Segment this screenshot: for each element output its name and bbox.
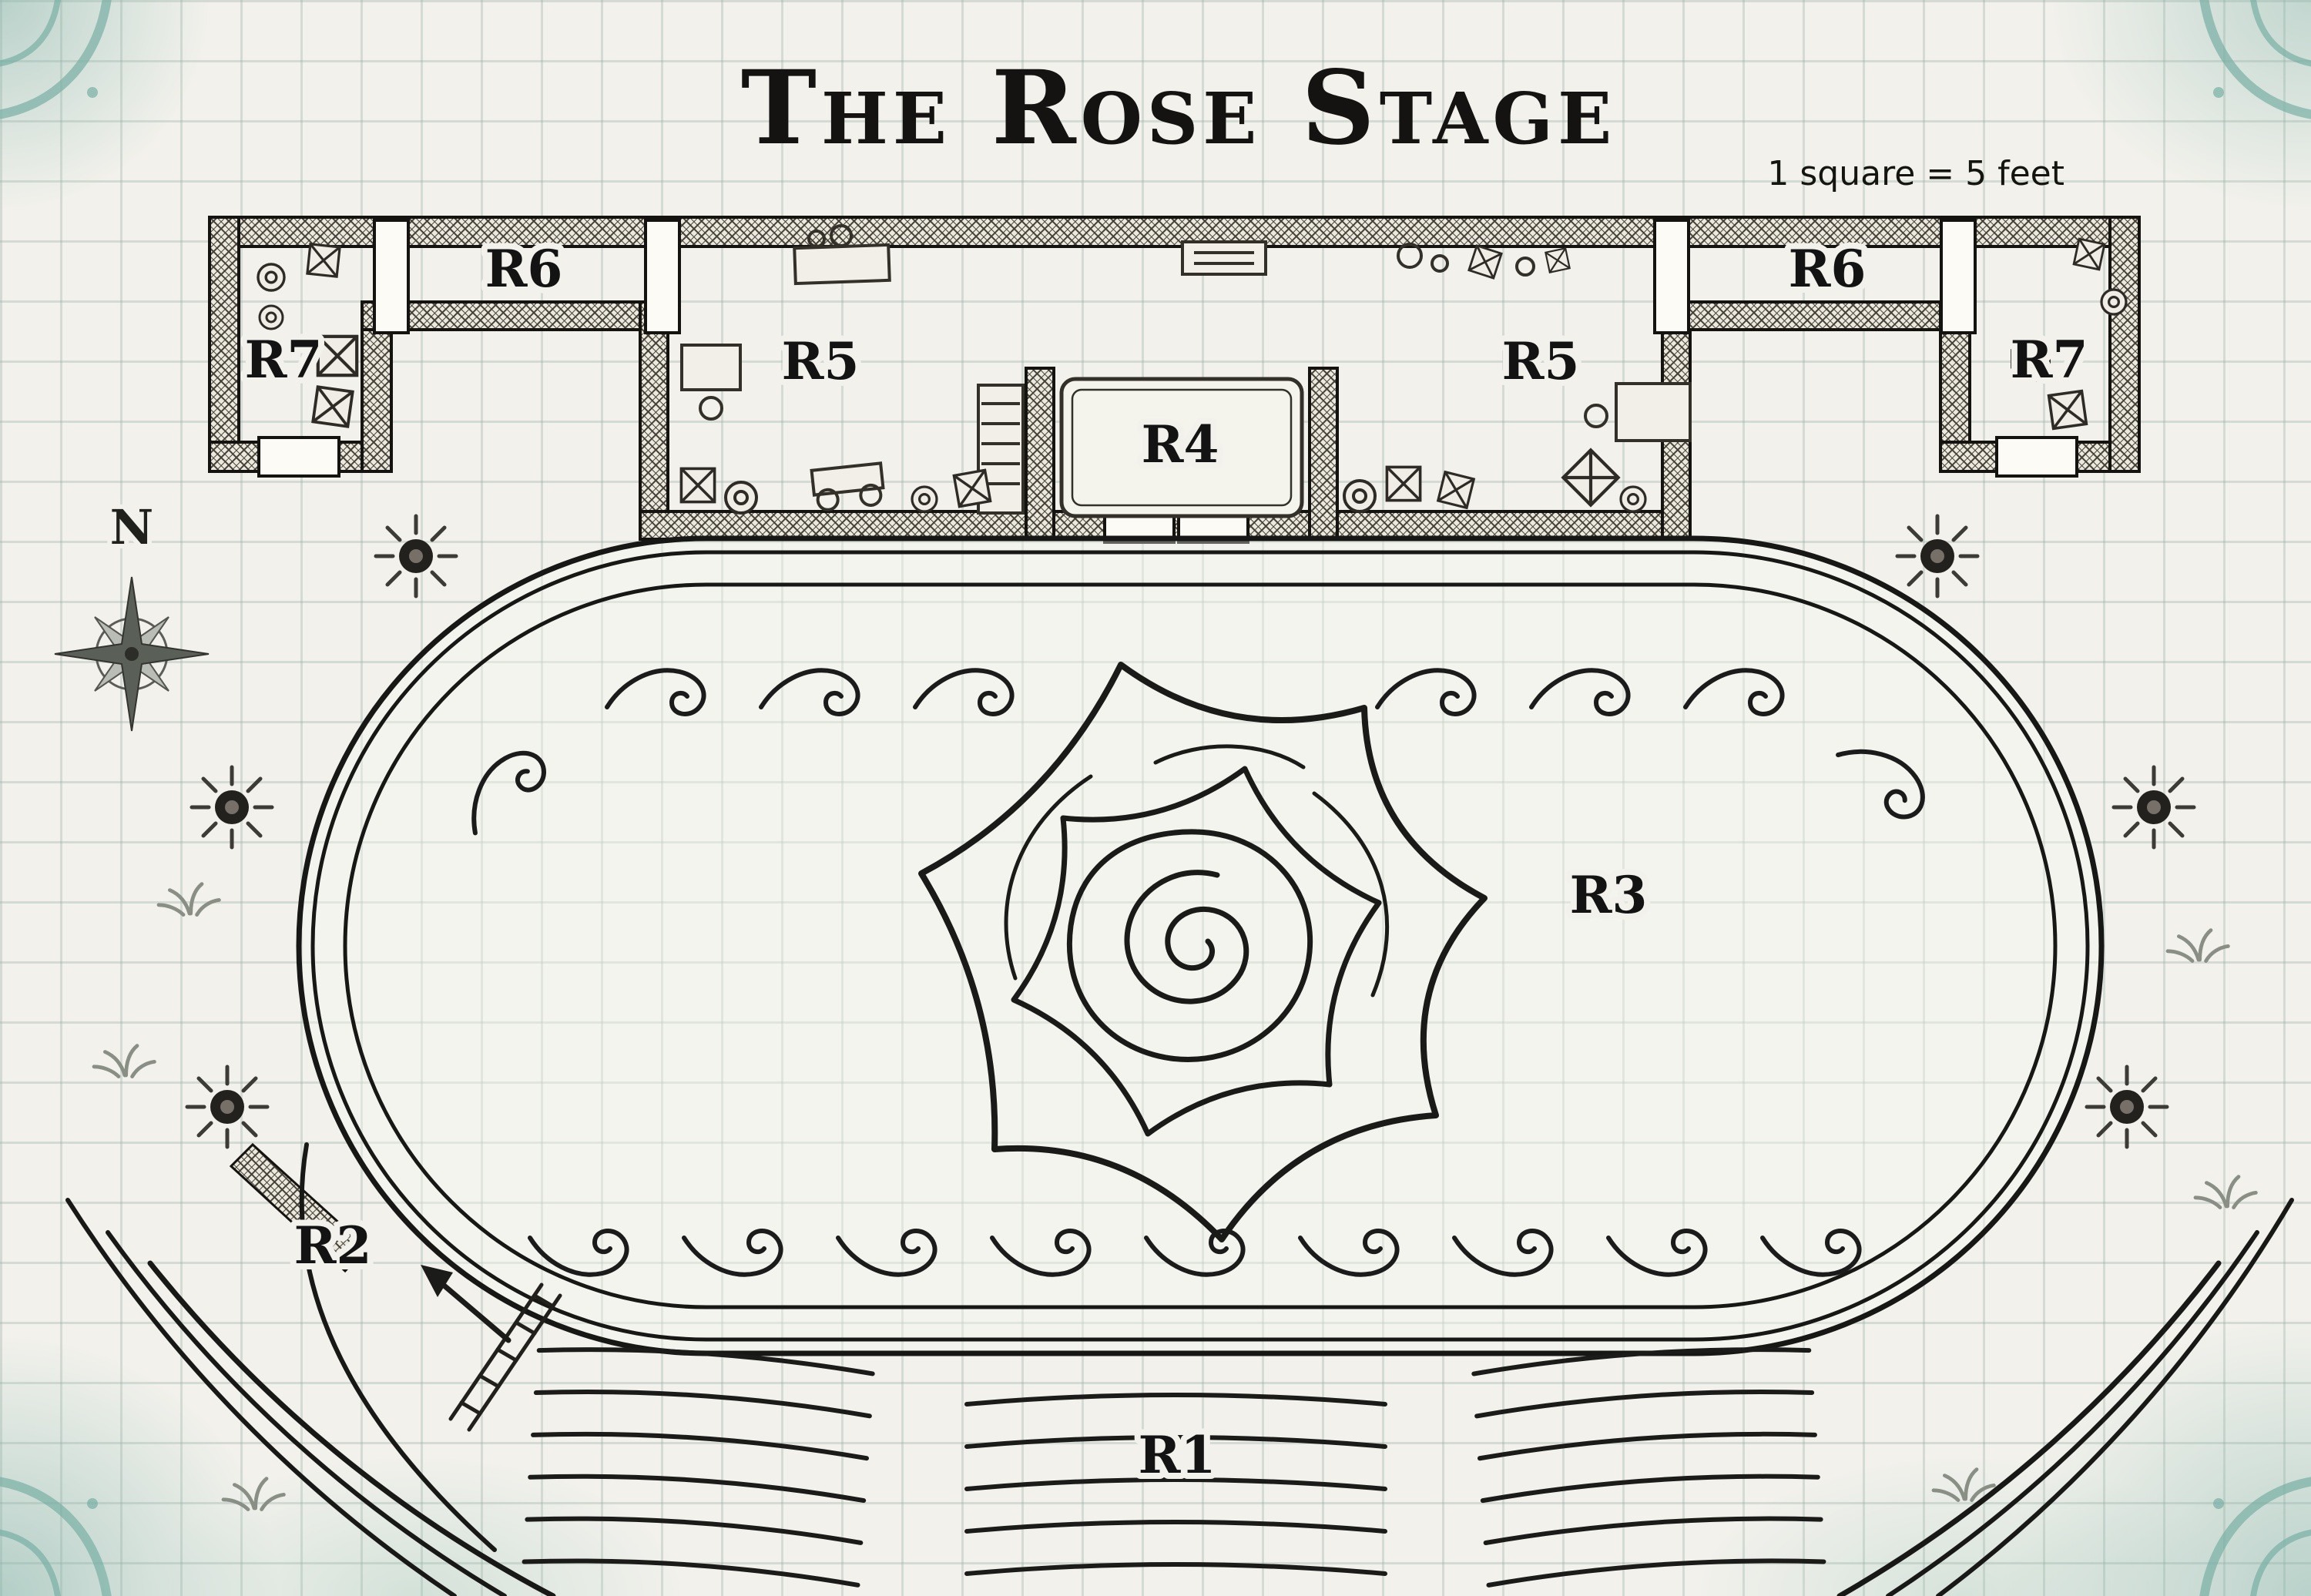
room-label-r5-left: R5 <box>782 331 860 391</box>
wall-torch-icon <box>1897 516 1977 596</box>
wall-torch-icon <box>192 767 272 847</box>
wall-torch-icon <box>376 516 456 596</box>
rose-emblem <box>918 662 1488 1242</box>
wall-torch-icon <box>2114 767 2194 847</box>
page-title: The Rose Stage <box>741 49 1616 168</box>
door <box>257 436 340 478</box>
wall-torch-icon <box>2087 1067 2167 1147</box>
room-label-r5-right: R5 <box>1502 331 1580 391</box>
compass-north-label: N <box>110 499 154 555</box>
scale-note: 1 square = 5 feet <box>1767 154 2064 193</box>
door <box>373 219 410 334</box>
entrance-ramp <box>229 1142 562 1552</box>
room-label-r1: R1 <box>1139 1425 1216 1485</box>
wall-torch-icon <box>187 1067 267 1147</box>
door <box>1940 219 1977 334</box>
audience-benches <box>522 1347 1826 1588</box>
direction-arrow <box>421 1265 512 1343</box>
room-label-r7-right: R7 <box>2011 330 2088 390</box>
amphitheater-arcs <box>65 1198 2294 1596</box>
backstage-props <box>680 224 1692 518</box>
room-label-r3: R3 <box>1570 865 1648 925</box>
room-label-r4: R4 <box>1142 414 1219 474</box>
compass-rose <box>54 576 210 732</box>
door <box>1653 219 1690 334</box>
door <box>644 219 681 334</box>
door <box>1995 436 2078 478</box>
room-label-r6-right: R6 <box>1789 239 1867 299</box>
room-label-r2: R2 <box>294 1215 372 1276</box>
room-label-r7-left: R7 <box>245 330 323 390</box>
room-label-r6-left: R6 <box>485 239 563 299</box>
stage-oval-outline <box>296 535 2105 1356</box>
